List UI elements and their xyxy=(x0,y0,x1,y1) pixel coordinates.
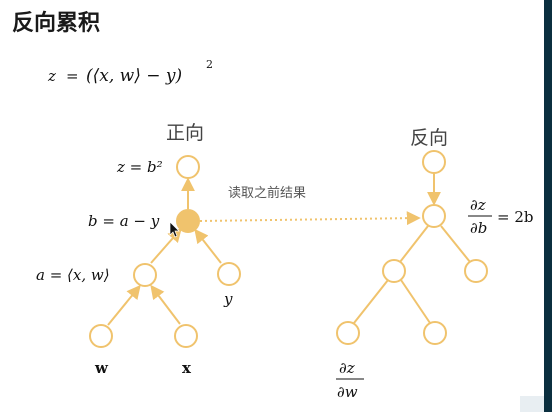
dzdb-denominator: ∂b xyxy=(470,219,487,237)
backward-node-a xyxy=(382,259,406,283)
edge-x-to-a xyxy=(150,284,181,325)
backward-node-y xyxy=(464,259,488,283)
edge-y-to-b xyxy=(194,228,222,264)
mouse-cursor-icon xyxy=(169,221,180,238)
backward-edges xyxy=(353,173,471,324)
label-b-eq-a-minus-y: b = a − y xyxy=(88,212,160,230)
forward-node-a xyxy=(133,263,157,287)
forward-node-w xyxy=(89,324,113,348)
dzdb-numerator: ∂z xyxy=(470,196,486,214)
corner-widget xyxy=(520,396,544,412)
formula: z = (⟨x, w⟩ − y) 2 xyxy=(47,58,213,86)
dzdw-denominator: ∂w xyxy=(337,383,358,401)
forward-edges xyxy=(107,177,222,326)
edge-b-to-y-back xyxy=(440,225,471,263)
backward-node-b xyxy=(422,204,446,228)
backward-node-z xyxy=(422,150,446,174)
backward-node-w xyxy=(336,321,360,345)
edge-a-to-w-back xyxy=(353,279,389,324)
label-a-eq-inner-product: a = ⟨x, w⟩ xyxy=(36,266,110,284)
edge-b-to-a-back xyxy=(399,225,429,263)
forward-heading: 正向 xyxy=(166,122,204,144)
label-x: x xyxy=(182,359,192,377)
formula-power: 2 xyxy=(206,58,213,71)
edge-a-to-x-back xyxy=(400,279,431,324)
label-z-eq-b-squared: z = b² xyxy=(116,158,163,176)
dzdw-numerator: ∂z xyxy=(339,359,355,377)
gradient-dz-dw: ∂z ∂w xyxy=(336,359,364,401)
forward-node-z xyxy=(176,155,200,179)
formula-lhs: z xyxy=(47,67,56,85)
gradient-dz-db: ∂z ∂b = 2b xyxy=(468,196,533,237)
forward-node-y xyxy=(217,262,241,286)
edge-w-to-a xyxy=(107,284,141,326)
formula-body: (⟨x, w⟩ − y) xyxy=(86,66,182,86)
formula-eq: = xyxy=(66,67,79,85)
dzdb-rhs: = 2b xyxy=(497,208,533,226)
connector-label: 读取之前结果 xyxy=(228,185,306,201)
backward-node-x xyxy=(423,321,447,345)
backward-heading: 反向 xyxy=(410,127,448,149)
reuse-connector xyxy=(199,211,421,226)
slide-title: 反向累积 xyxy=(12,10,100,36)
label-y: y xyxy=(223,290,233,308)
label-w: w xyxy=(94,359,109,377)
forward-node-b-highlighted xyxy=(176,209,200,233)
screen-border xyxy=(544,0,552,412)
forward-node-x xyxy=(174,324,198,348)
